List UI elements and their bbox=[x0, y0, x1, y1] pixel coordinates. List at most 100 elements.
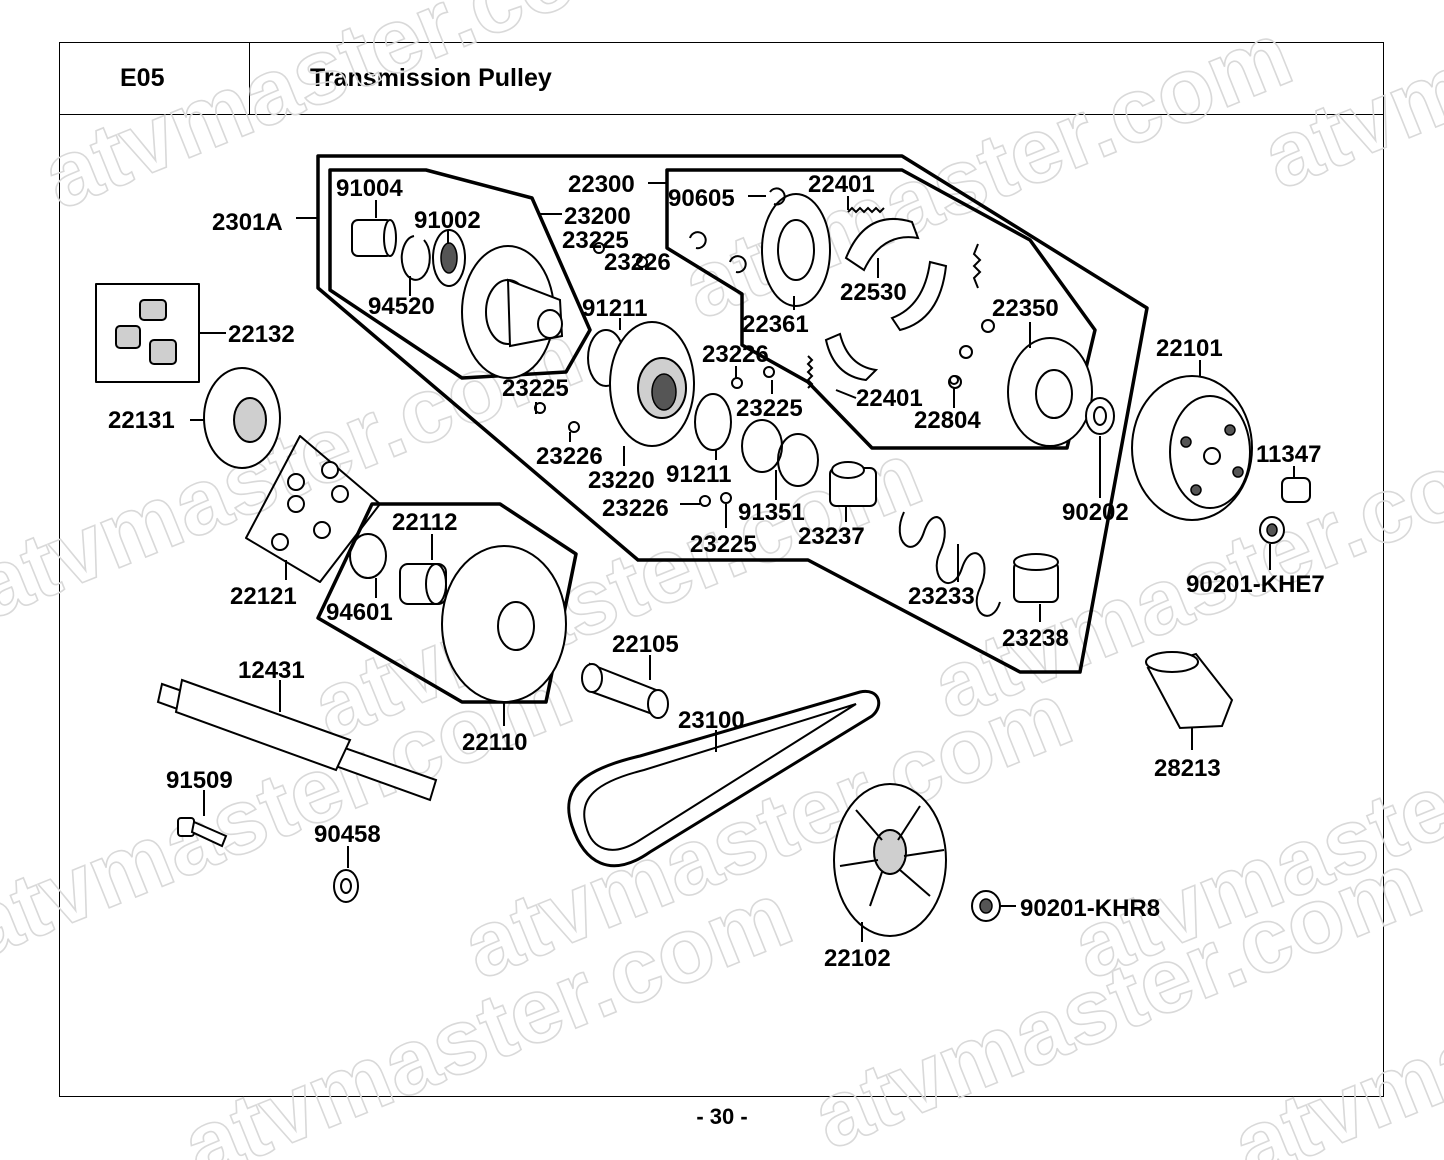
clip bbox=[729, 255, 747, 274]
section-code: E05 bbox=[120, 64, 165, 92]
ball-bearing-91002 bbox=[432, 229, 466, 287]
needle-bearing-91004 bbox=[351, 219, 397, 257]
assembly-2301A-outline bbox=[316, 154, 1149, 674]
spring-clip bbox=[972, 243, 982, 289]
spring-22401a bbox=[847, 206, 885, 214]
pin-22804 bbox=[949, 375, 959, 385]
slide-pieces-22132 bbox=[115, 299, 177, 365]
oil-seal-91351b bbox=[777, 433, 819, 487]
callout-23100: 23100 bbox=[678, 707, 745, 734]
clutch-tool-28213 bbox=[1145, 651, 1234, 730]
callout-2301A: 2301A bbox=[212, 209, 283, 236]
assembly-22132-outline bbox=[95, 283, 200, 383]
callout-22132: 22132 bbox=[228, 321, 295, 348]
watermark-text: atvmaster.com bbox=[1249, 0, 1444, 209]
collar-23237 bbox=[829, 461, 877, 507]
nut-90201-KHR8 bbox=[971, 890, 1001, 922]
clip-90605 bbox=[769, 187, 786, 206]
assembly-23200-outline bbox=[328, 168, 592, 380]
callout-28213: 28213 bbox=[1154, 755, 1221, 782]
callout-23226: 23226 bbox=[604, 249, 671, 276]
clutch-outer-22101 bbox=[1131, 375, 1253, 521]
callout-23226: 23226 bbox=[536, 443, 603, 470]
weight-rollers-22121 bbox=[271, 461, 349, 551]
o-ring-94601 bbox=[349, 533, 387, 579]
group-outlines bbox=[95, 154, 1149, 704]
nut-90201-KHE7 bbox=[1259, 516, 1285, 544]
callout-22101: 22101 bbox=[1156, 335, 1223, 362]
callout-22804: 22804 bbox=[914, 407, 981, 434]
clutch-shoes-22530 bbox=[824, 217, 948, 382]
collar-23238 bbox=[1013, 553, 1059, 603]
callout-22530: 22530 bbox=[840, 279, 907, 306]
callout-22102: 22102 bbox=[824, 945, 891, 972]
callout-91004: 91004 bbox=[336, 175, 403, 202]
washer-90458 bbox=[333, 869, 359, 903]
callout-23238: 23238 bbox=[1002, 625, 1069, 652]
movable-drive-face-22110 bbox=[441, 545, 567, 703]
callout-22401: 22401 bbox=[808, 171, 875, 198]
driven-face-23200 bbox=[461, 245, 564, 379]
drive-plate-22361 bbox=[761, 193, 831, 307]
callout-22110: 22110 bbox=[462, 729, 527, 756]
circlip-94520 bbox=[400, 235, 431, 281]
callout-91509: 91509 bbox=[166, 767, 233, 794]
callout-22131: 22131 bbox=[108, 407, 175, 434]
header-divider bbox=[59, 114, 1384, 115]
callout-23225: 23225 bbox=[562, 227, 629, 254]
drive-belt-23100-inner bbox=[583, 703, 857, 851]
ramp-plate-22131 bbox=[203, 367, 281, 469]
page-title: Transmission Pulley bbox=[310, 64, 552, 92]
callout-91351: 91351 bbox=[738, 499, 805, 526]
callout-11347: 11347 bbox=[1256, 441, 1321, 468]
guide-pins bbox=[534, 242, 775, 507]
callout-23233: 23233 bbox=[908, 583, 975, 610]
callout-23225: 23225 bbox=[690, 531, 757, 558]
callout-23225: 23225 bbox=[736, 395, 803, 422]
callout-22300: 22300 bbox=[568, 171, 635, 198]
callout-22112: 22112 bbox=[392, 509, 457, 536]
nut-90202 bbox=[1085, 397, 1115, 435]
callout-90458: 90458 bbox=[314, 821, 381, 848]
callout-22121: 22121 bbox=[230, 583, 297, 610]
page-number: - 30 - bbox=[696, 1104, 748, 1129]
o-ring-91211b bbox=[694, 393, 732, 451]
collar-22105 bbox=[581, 662, 669, 719]
spring-22401b bbox=[806, 355, 814, 389]
drive-shaft-12431 bbox=[156, 678, 438, 802]
callout-23225: 23225 bbox=[502, 375, 569, 402]
callout-90201-KHE7: 90201-KHE7 bbox=[1186, 571, 1325, 598]
callout-91211: 91211 bbox=[582, 295, 647, 322]
bush-11347 bbox=[1281, 477, 1311, 503]
callout-labels: 2301A 91004 91002 94520 23200 23225 2322… bbox=[108, 171, 1325, 972]
callout-23226: 23226 bbox=[702, 341, 769, 368]
callout-90202: 90202 bbox=[1062, 499, 1129, 526]
drive-face-22102 bbox=[833, 783, 947, 937]
callout-23220: 23220 bbox=[588, 467, 655, 494]
callout-22105: 22105 bbox=[612, 631, 679, 658]
leader-lines bbox=[190, 182, 1295, 942]
callout-23200: 23200 bbox=[564, 203, 631, 230]
callout-91002: 91002 bbox=[414, 207, 481, 234]
drive-belt-23100 bbox=[567, 689, 881, 868]
callout-94601: 94601 bbox=[326, 599, 393, 626]
movable-driven-face-23220 bbox=[609, 321, 695, 447]
callout-91211: 91211 bbox=[666, 461, 731, 488]
assembly-22300-outline bbox=[665, 168, 1097, 450]
callout-23226: 23226 bbox=[602, 495, 669, 522]
callout-23237: 23237 bbox=[798, 523, 865, 550]
collar-22112 bbox=[399, 563, 447, 605]
oil-seal-91351a bbox=[741, 419, 783, 473]
callout-22361: 22361 bbox=[742, 311, 809, 338]
spring-23233 bbox=[898, 511, 1001, 617]
callout-94520: 94520 bbox=[368, 293, 435, 320]
callout-12431: 12431 bbox=[238, 657, 305, 684]
callout-22401: 22401 bbox=[856, 385, 923, 412]
assembly-22121-outline bbox=[245, 435, 381, 583]
callout-90605: 90605 bbox=[668, 185, 735, 212]
diagram-frame bbox=[59, 42, 1384, 1097]
clip bbox=[689, 231, 707, 250]
parts-layer bbox=[115, 187, 1311, 937]
callout-90201-KHR8: 90201-KHR8 bbox=[1020, 895, 1160, 922]
